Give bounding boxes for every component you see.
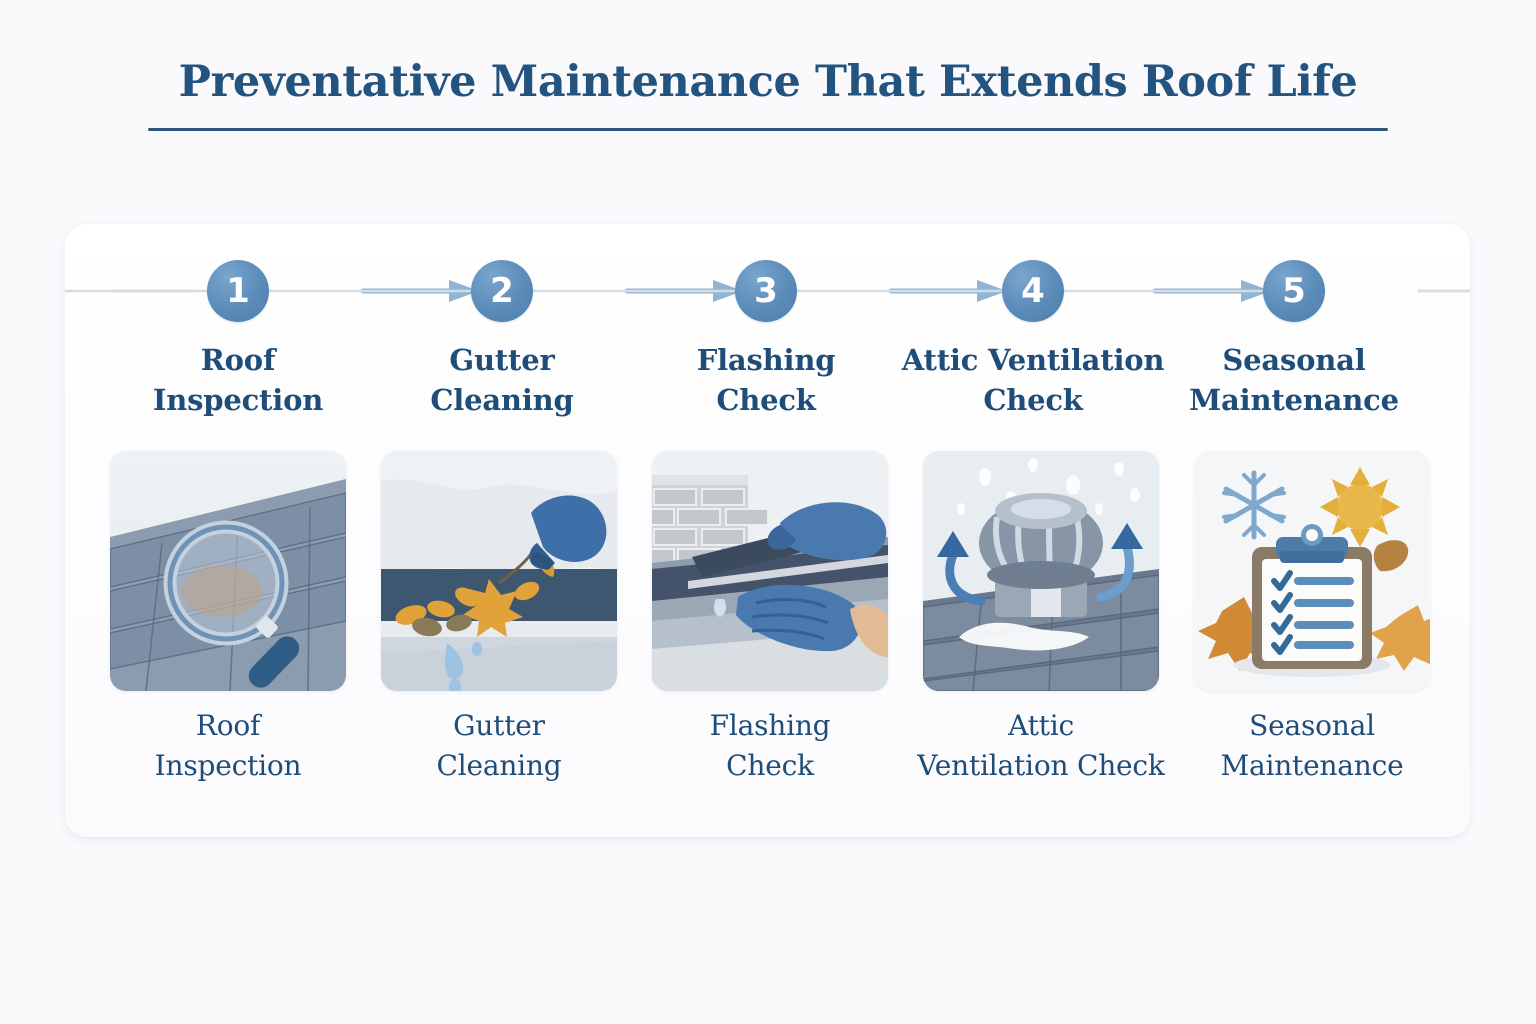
illustration-seasonal-maintenance[interactable] bbox=[1194, 451, 1430, 691]
checkmark-icon bbox=[1271, 570, 1293, 655]
airflow-arrow-left bbox=[945, 550, 986, 606]
gloved-hand bbox=[529, 495, 607, 570]
gloved-hand-lower bbox=[736, 584, 888, 657]
step-5[interactable]: 5 Seasonal Maintenance bbox=[1176, 260, 1412, 420]
caption-2: Gutter Cleaning bbox=[436, 709, 562, 782]
step-4[interactable]: 4 Attic Ventilation Check bbox=[883, 260, 1183, 420]
step-number-badge-3: 3 bbox=[735, 260, 797, 322]
airflow-arrow-right bbox=[1096, 542, 1134, 602]
page-title-block: Preventative Maintenance That Extends Ro… bbox=[148, 57, 1388, 132]
step-1[interactable]: 1 Roof Inspection bbox=[120, 260, 356, 420]
caption-3: Flashing Check bbox=[709, 709, 831, 782]
step-3[interactable]: 3 Flashing Check bbox=[648, 260, 884, 420]
step-number-badge-1: 1 bbox=[207, 260, 269, 322]
airflow-arrowhead-left bbox=[937, 531, 969, 557]
step-label-3: Flashing Check bbox=[696, 343, 836, 417]
page-title: Preventative Maintenance That Extends Ro… bbox=[178, 57, 1358, 107]
gutter-cleaning-icon bbox=[381, 451, 617, 691]
step-number-badge-2: 2 bbox=[471, 260, 533, 322]
illustration-roof-inspection[interactable] bbox=[110, 451, 346, 691]
sun-icon bbox=[1320, 467, 1400, 547]
small-leaf-top-right bbox=[1373, 540, 1409, 572]
clipboard-icon bbox=[1252, 524, 1372, 669]
step-number-badge-4: 4 bbox=[1002, 260, 1064, 322]
step-label-4: Attic Ventilation Check bbox=[901, 343, 1165, 417]
caption-4: Attic Ventilation Check bbox=[917, 709, 1165, 782]
airflow-arrowhead-right bbox=[1111, 523, 1143, 549]
seasonal-maintenance-icon bbox=[1194, 451, 1430, 691]
illustration-row bbox=[110, 451, 1430, 691]
gloved-hand-upper bbox=[767, 502, 887, 561]
snowflake-icon bbox=[1222, 470, 1286, 540]
title-divider bbox=[148, 128, 1388, 132]
step-label-2: Gutter Cleaning bbox=[430, 343, 574, 417]
autumn-leaf-right bbox=[1370, 605, 1430, 671]
attic-ventilation-icon bbox=[923, 451, 1159, 691]
step-2[interactable]: 2 Gutter Cleaning bbox=[384, 260, 620, 420]
flashing-check-icon bbox=[652, 451, 888, 691]
caption-5: Seasonal Maintenance bbox=[1220, 709, 1404, 782]
roof-inspection-icon bbox=[110, 451, 346, 691]
illustration-gutter-cleaning[interactable] bbox=[381, 451, 617, 691]
step-label-1: Roof Inspection bbox=[152, 343, 324, 417]
illustration-flashing-check[interactable] bbox=[652, 451, 888, 691]
step-label-5: Seasonal Maintenance bbox=[1189, 343, 1399, 417]
caption-1: Roof Inspection bbox=[154, 709, 302, 782]
process-card: 1 Roof Inspection 2 Gutter Cleaning 3 Fl… bbox=[65, 224, 1470, 837]
illustration-attic-ventilation[interactable] bbox=[923, 451, 1159, 691]
stepper: 1 Roof Inspection 2 Gutter Cleaning 3 Fl… bbox=[65, 224, 1470, 424]
caption-row: Roof Inspection Gutter Cleaning Flashing… bbox=[110, 706, 1430, 786]
step-number-badge-5: 5 bbox=[1263, 260, 1325, 322]
